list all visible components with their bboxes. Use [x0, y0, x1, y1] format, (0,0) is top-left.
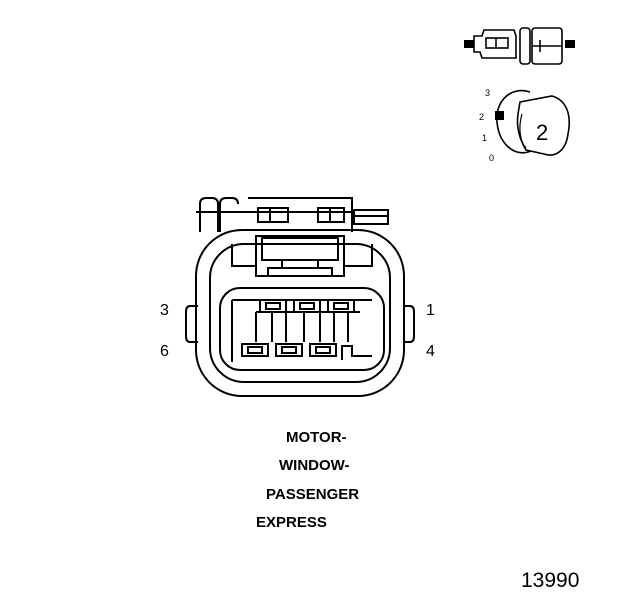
position-level-label: 2: [479, 112, 484, 122]
caption-line: PASSENGER: [266, 486, 359, 503]
pin-cavity: [241, 343, 269, 357]
pin-cavity: [259, 299, 287, 313]
selected-position-number: 2: [536, 120, 548, 145]
figure-number: 13990: [521, 569, 579, 592]
caption-line: MOTOR-: [286, 429, 347, 446]
pin-label-bottom-left: 6: [160, 343, 169, 360]
connector-side-view-icon: [464, 27, 575, 65]
pin-label-top-right: 1: [426, 302, 435, 319]
position-level-label: 3: [485, 88, 490, 98]
pin-cavity: [275, 343, 303, 357]
caption-line: WINDOW-: [279, 457, 350, 474]
pin-cavity: [293, 299, 321, 313]
position-level-label: 0: [489, 153, 494, 163]
position-indicator: 3 2 1 0 2: [479, 88, 570, 163]
position-level-label: 1: [482, 133, 487, 143]
pin-label-bottom-right: 4: [426, 343, 435, 360]
caption-line: EXPRESS: [256, 514, 327, 531]
pin-cavity: [309, 343, 337, 357]
connector-face: [185, 197, 415, 397]
pin-cavity: [327, 299, 355, 313]
position-marker: [495, 111, 504, 120]
pin-label-top-left: 3: [160, 302, 169, 319]
